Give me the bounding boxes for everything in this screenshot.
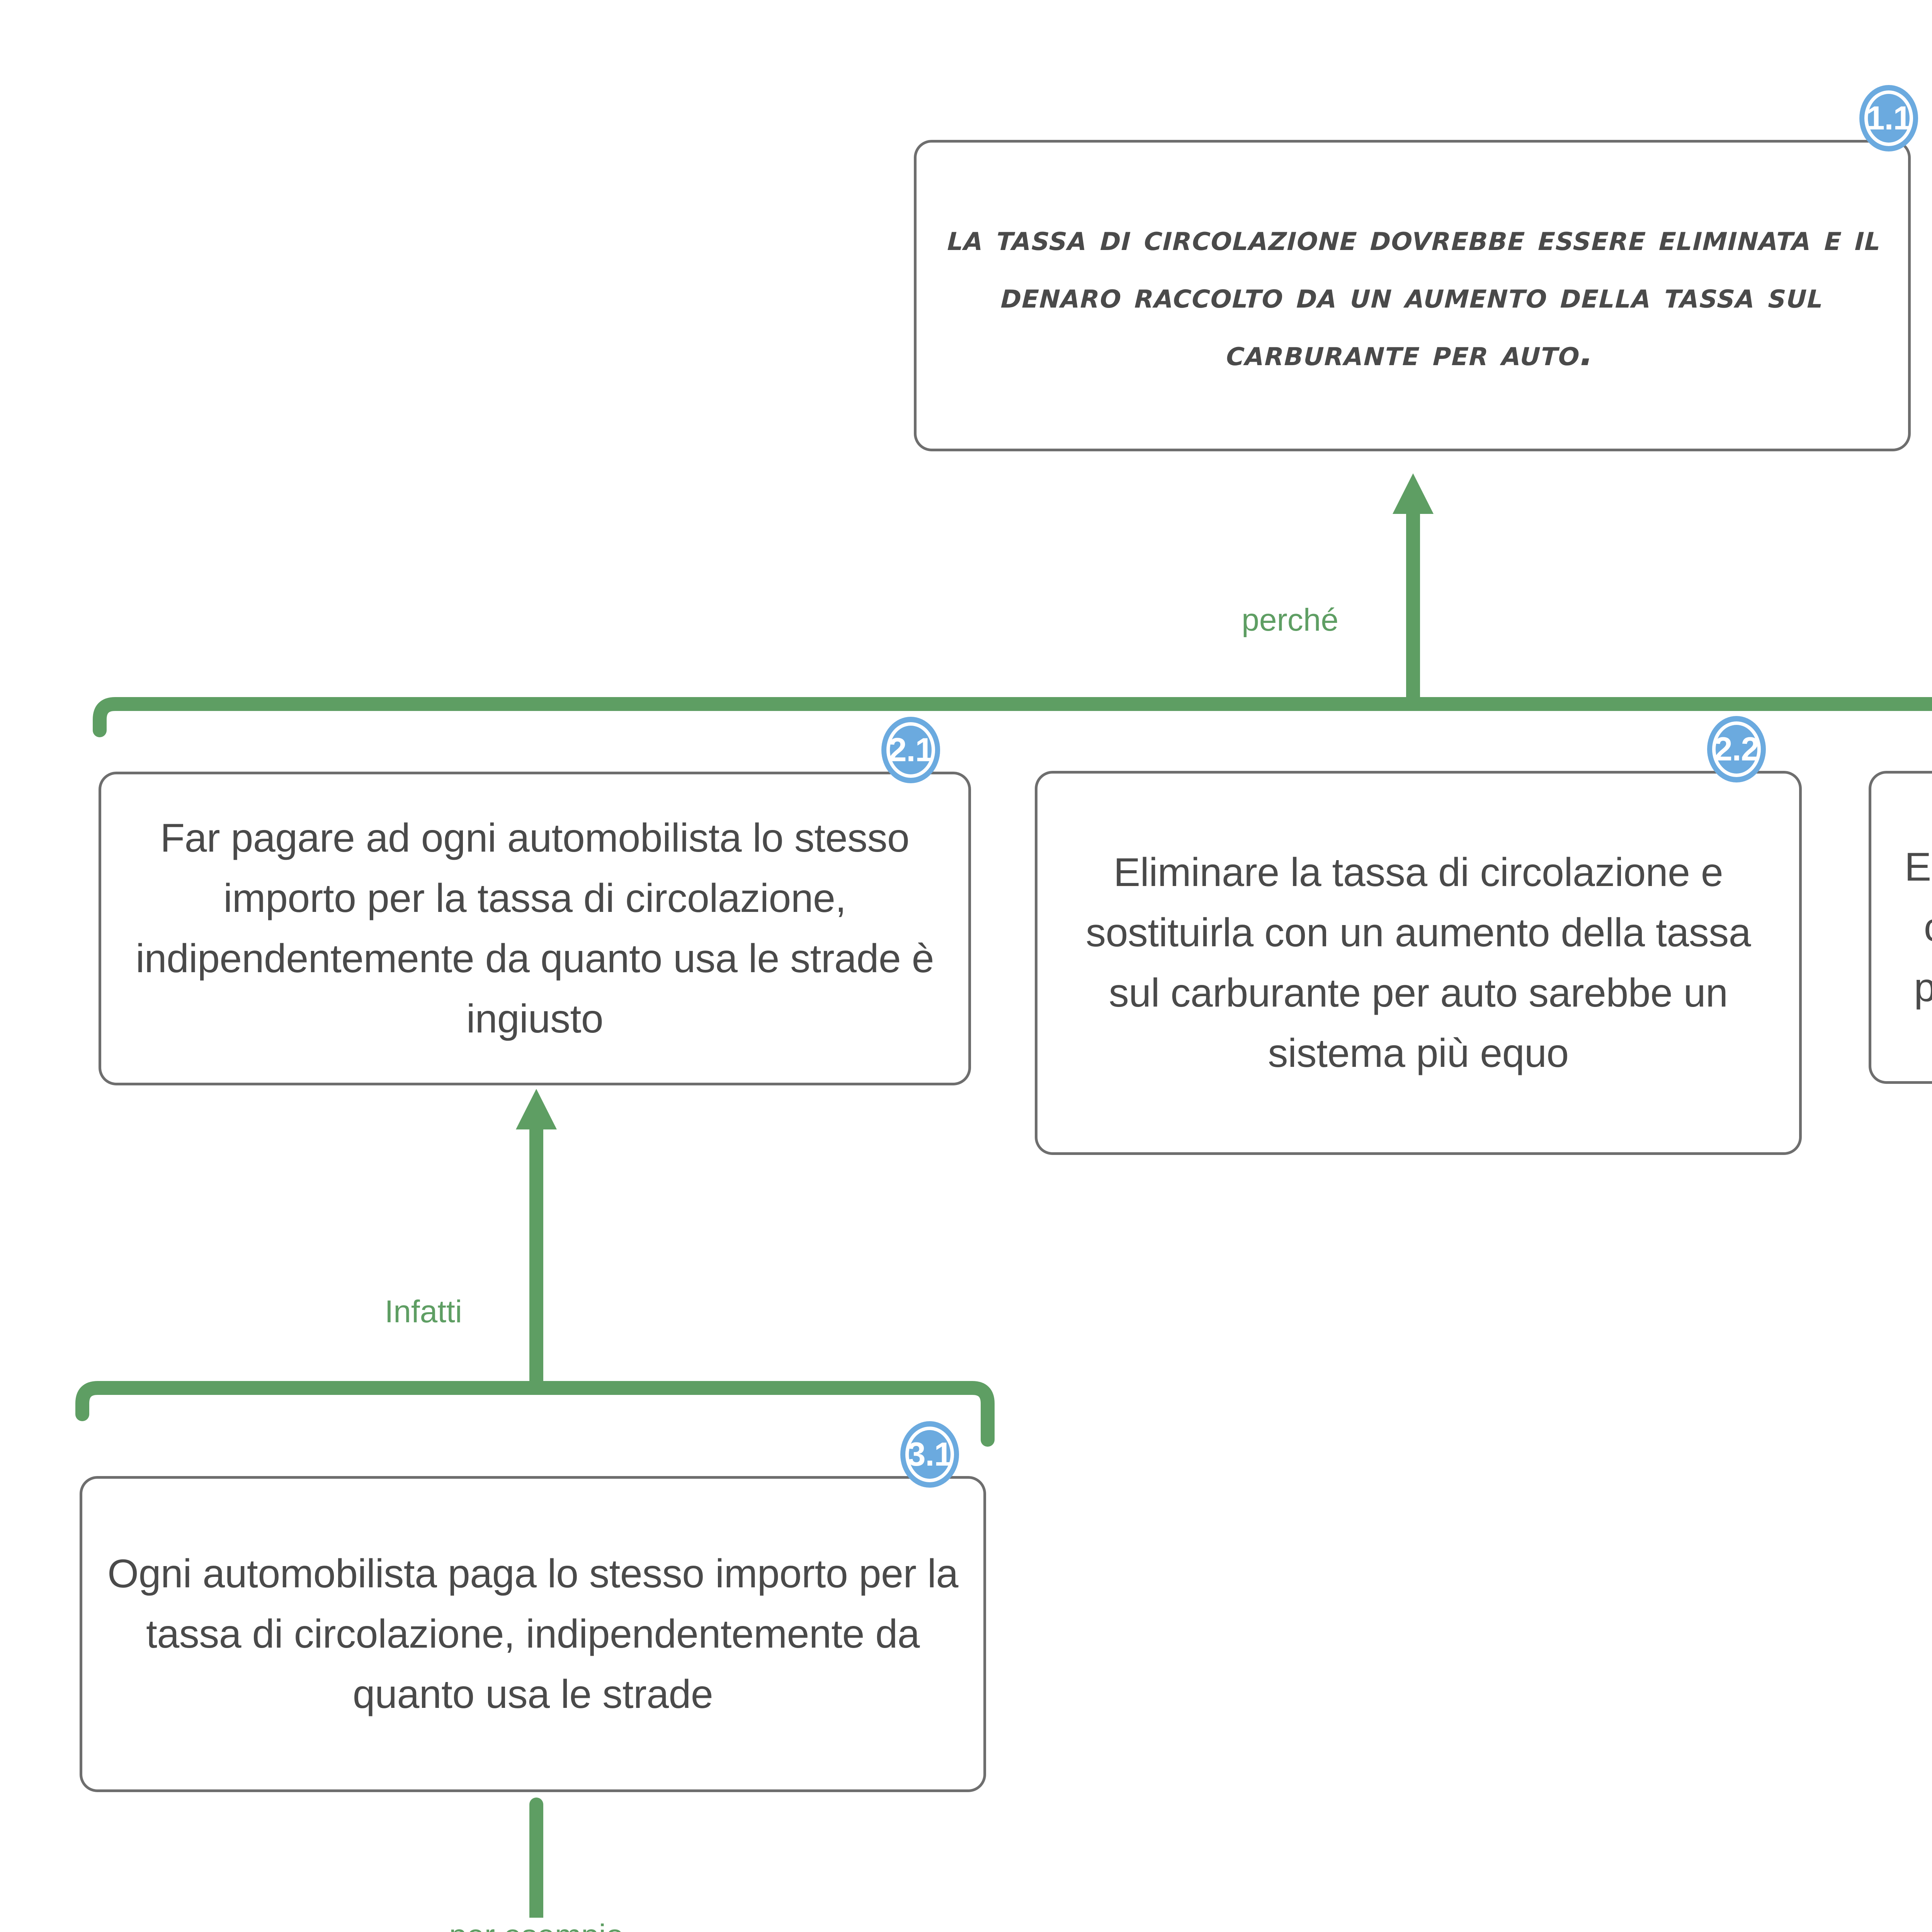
badge-node-2-2[interactable]: 2.2 bbox=[1707, 716, 1766, 782]
badge-node-1-1-label: 1.1 bbox=[1866, 100, 1912, 137]
node-1-1-text: La tassa di circolazione dovrebbe essere… bbox=[947, 217, 1882, 374]
node-2-3[interactable]: Eliminare la tassa di circolazione e sos… bbox=[1869, 771, 1932, 1084]
edge-label-per-esempio: per esempio bbox=[444, 1918, 629, 1932]
badge-node-3-1-label: 3.1 bbox=[907, 1436, 953, 1473]
badge-node-2-2-label: 2.2 bbox=[1714, 731, 1760, 768]
edge-label-perche: perché bbox=[1236, 602, 1349, 638]
bracket-level-3 bbox=[75, 1381, 995, 1447]
arrowhead-to-node-1-1 bbox=[1393, 473, 1434, 514]
badge-node-2-1[interactable]: 2.1 bbox=[881, 717, 940, 783]
bracket-level-2 bbox=[93, 697, 1932, 737]
node-2-1[interactable]: Far pagare ad ogni automobilista lo stes… bbox=[99, 772, 971, 1085]
badge-node-2-1-label: 2.1 bbox=[888, 731, 934, 769]
node-3-1[interactable]: Ogni automobilista paga lo stesso import… bbox=[80, 1476, 986, 1792]
badge-node-3-1[interactable]: 3.1 bbox=[900, 1421, 959, 1488]
node-1-1[interactable]: La tassa di circolazione dovrebbe essere… bbox=[914, 140, 1911, 451]
edge-label-infatti: Infatti bbox=[379, 1294, 472, 1330]
badge-node-1-1[interactable]: 1.1 bbox=[1859, 85, 1918, 151]
node-2-2[interactable]: Eliminare la tassa di circolazione e sos… bbox=[1035, 771, 1802, 1155]
arrowhead-to-node-2-1 bbox=[516, 1089, 557, 1129]
node-2-1-text: Far pagare ad ogni automobilista lo stes… bbox=[136, 816, 934, 1041]
node-2-3-text: Eliminare la tassa di circolazione e sos… bbox=[1904, 845, 1932, 1010]
node-3-1-text: Ogni automobilista paga lo stesso import… bbox=[107, 1551, 958, 1717]
node-2-2-text: Eliminare la tassa di circolazione e sos… bbox=[1085, 850, 1751, 1076]
